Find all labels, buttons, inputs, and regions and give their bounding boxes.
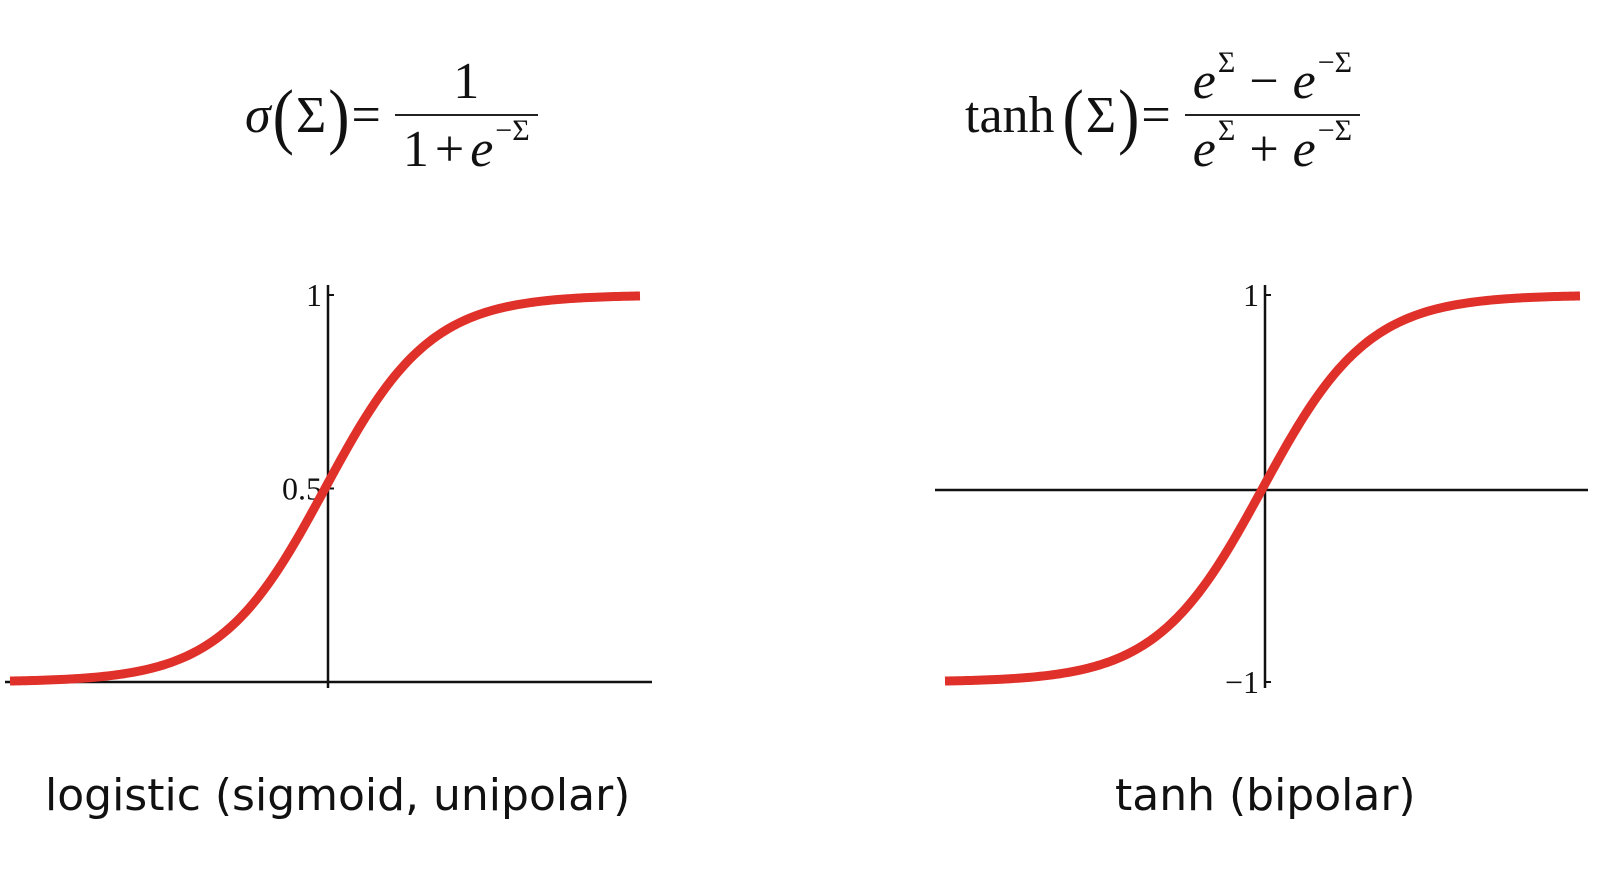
- fraction-bar: [394, 113, 538, 116]
- equals-sign: =: [1141, 87, 1171, 144]
- exponent: Σ: [1217, 113, 1236, 147]
- logistic-caption: logistic (sigmoid, unipolar): [45, 770, 631, 821]
- logistic-formula: σ ( Σ ) = 1 1 + e−Σ: [245, 48, 538, 183]
- exponent: −Σ: [1317, 45, 1353, 79]
- close-paren: ): [1118, 74, 1140, 156]
- numerator-one: 1: [453, 52, 480, 110]
- euler-e: e: [1292, 120, 1316, 178]
- exponent: Σ: [1217, 45, 1236, 79]
- tanh-symbol: tanh: [965, 87, 1055, 144]
- plus-sign: +: [434, 120, 465, 178]
- logistic-fraction: 1 1 + e−Σ: [394, 52, 538, 178]
- fraction-numerator: 1: [445, 52, 487, 110]
- plus-sign: +: [1249, 120, 1279, 178]
- fraction-denominator: 1 + e−Σ: [395, 115, 538, 178]
- minus-sign: −: [1249, 52, 1279, 110]
- euler-e: e: [470, 120, 494, 178]
- y-tick-label: −1: [1225, 664, 1259, 700]
- euler-e: e: [1192, 52, 1216, 110]
- denominator-one: 1: [402, 120, 429, 178]
- y-tick-label: 1: [1243, 277, 1259, 313]
- fraction-bar: [1184, 113, 1361, 116]
- series-line: [9, 291, 641, 686]
- close-paren: ): [328, 74, 350, 156]
- formula-argument: Σ: [295, 87, 327, 144]
- equals-sign: =: [351, 87, 381, 144]
- formula-argument: Σ: [1085, 87, 1117, 144]
- exponent: −Σ: [1317, 113, 1353, 147]
- y-tick-label: 1: [306, 277, 322, 313]
- open-paren: (: [272, 74, 294, 156]
- euler-e: e: [1192, 120, 1216, 178]
- open-paren: (: [1062, 74, 1084, 156]
- euler-e: e: [1292, 52, 1316, 110]
- exponent: −Σ: [495, 113, 530, 147]
- series-line: [944, 291, 1581, 686]
- tanh-caption: tanh (bipolar): [1115, 770, 1416, 821]
- sigma-symbol: σ: [245, 87, 271, 144]
